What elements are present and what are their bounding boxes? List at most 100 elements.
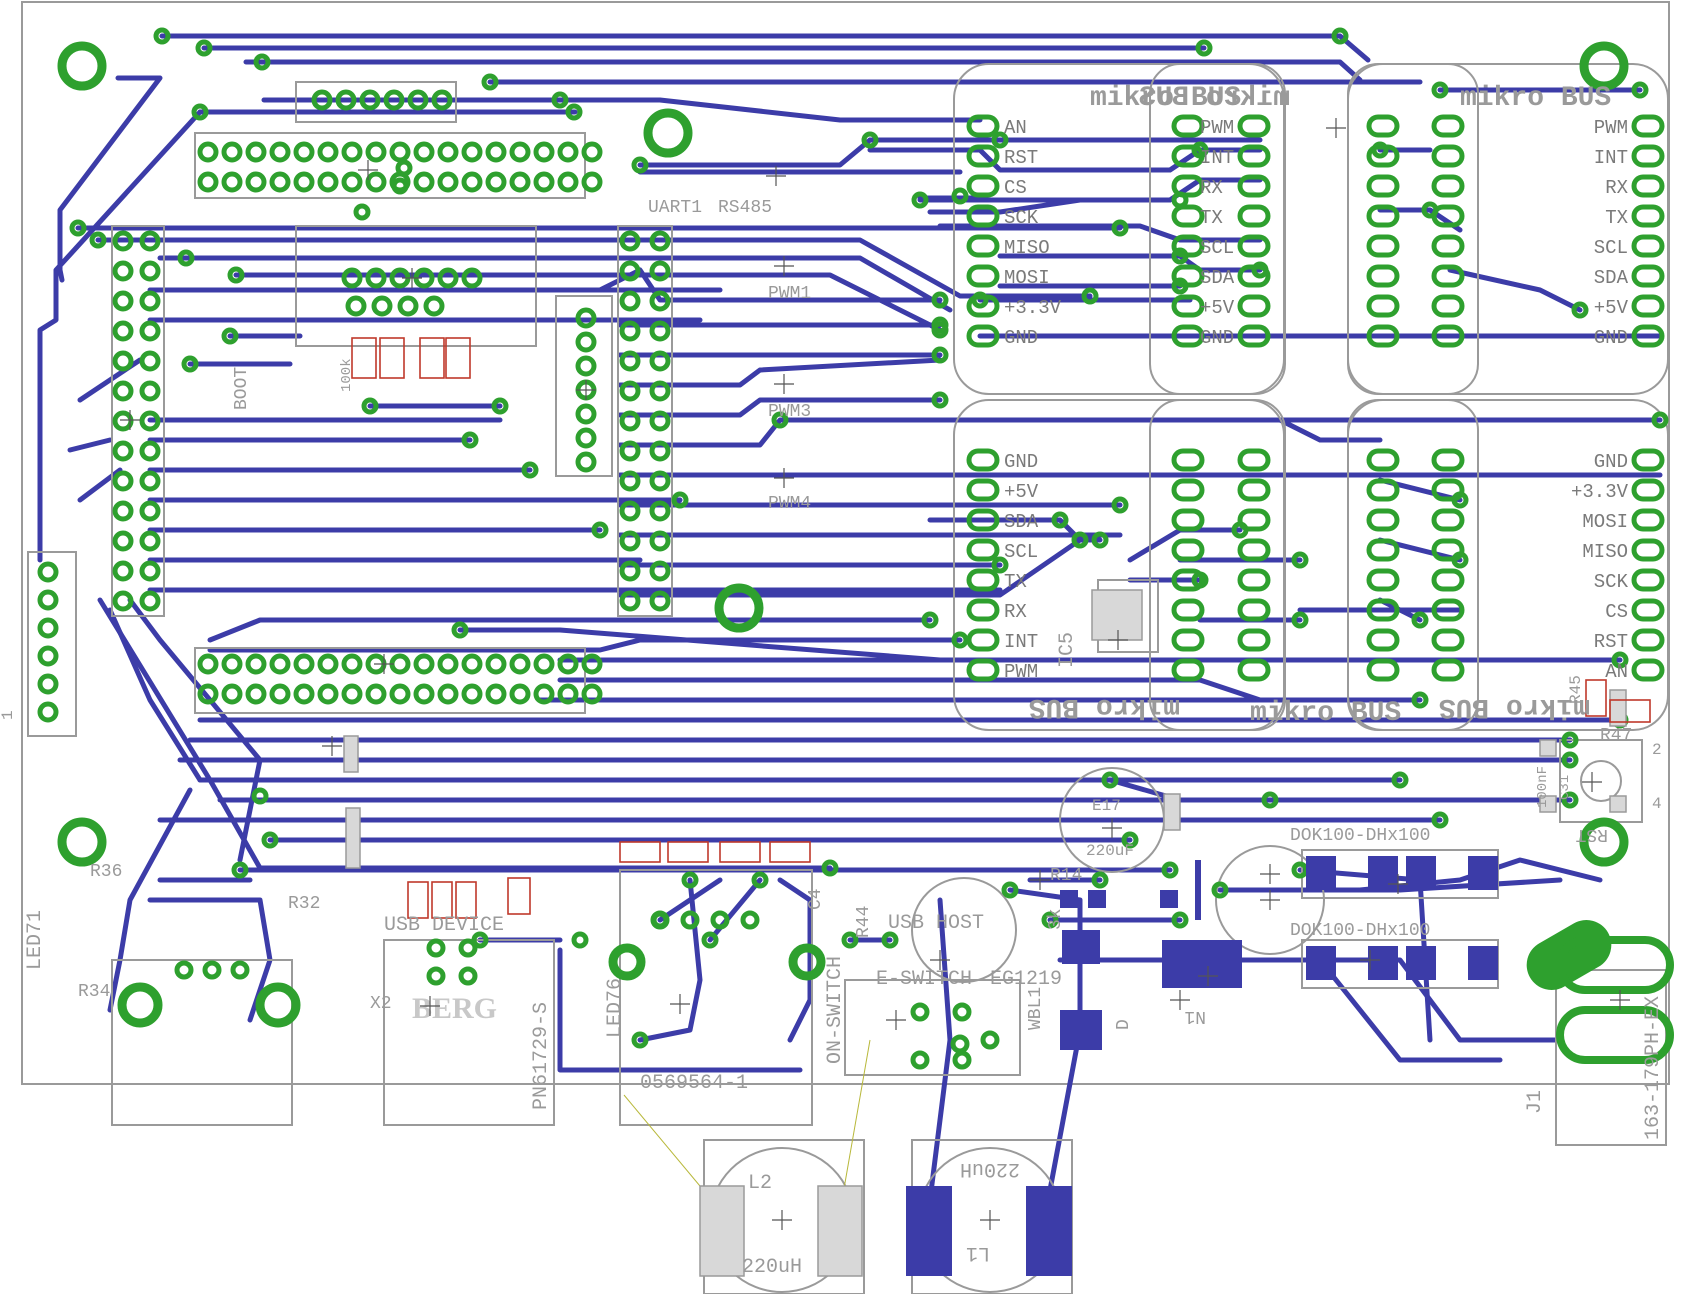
pad: [1171, 538, 1205, 562]
pad: [966, 204, 1000, 228]
pad: [619, 260, 641, 282]
pad: [631, 156, 649, 174]
pad: [1631, 324, 1665, 348]
pad: [1371, 141, 1389, 159]
pad: [1171, 204, 1205, 228]
pad: [671, 491, 689, 509]
pad: [575, 307, 597, 329]
pad: [649, 410, 671, 432]
pad: [112, 410, 134, 432]
label-r45: R45: [1567, 675, 1585, 704]
mikrobus-logo-1: mikro BUS: [1090, 83, 1241, 114]
pad: [139, 560, 161, 582]
pad: [1237, 628, 1271, 652]
label-pwm3: PWM3: [768, 402, 811, 422]
pad: [911, 191, 929, 209]
pad: [1237, 538, 1271, 562]
pad: [1631, 568, 1665, 592]
pad: [251, 787, 269, 805]
pad: [649, 290, 671, 312]
mikrobus-pin-label: RST: [1594, 631, 1628, 653]
pad: [649, 230, 671, 252]
pad: [921, 611, 939, 629]
pad: [1366, 114, 1400, 138]
label-uart1: UART1: [648, 198, 702, 218]
j1-power-pads: [1526, 920, 1674, 1064]
pad: [413, 141, 435, 163]
pad: [841, 931, 859, 949]
mikrobus-logo-3: mikro BUS: [1460, 83, 1611, 114]
pad: [1571, 301, 1589, 319]
mikrobus-pin-label: SCK: [1594, 571, 1629, 593]
label-led71: LED71: [24, 910, 47, 970]
pad: [253, 53, 271, 71]
mikrobus-pin-label: CS: [1605, 601, 1628, 623]
pad: [485, 171, 507, 193]
pad: [112, 260, 134, 282]
pad: [1195, 39, 1213, 57]
pad: [701, 931, 719, 949]
pad: [407, 89, 429, 111]
pad: [1191, 571, 1209, 589]
pad: [245, 141, 267, 163]
pad: [509, 141, 531, 163]
label-c4: C4: [806, 888, 826, 910]
pad: [619, 290, 641, 312]
pad: [485, 683, 507, 705]
pad: [980, 1030, 1000, 1050]
pad: [649, 260, 671, 282]
pad: [533, 171, 555, 193]
pad: [293, 171, 315, 193]
pad: [1171, 628, 1205, 652]
pad: [317, 653, 339, 675]
pad: [557, 683, 579, 705]
label-usb-host: USB HOST: [888, 912, 984, 935]
pad: [1631, 81, 1649, 99]
pad: [650, 910, 670, 930]
pad: [1366, 448, 1400, 472]
pad: [1431, 811, 1449, 829]
pad: [966, 628, 1000, 652]
pad: [230, 960, 250, 980]
pad: [966, 234, 1000, 258]
pad: [710, 910, 730, 930]
pad: [1001, 881, 1019, 899]
pad: [437, 267, 459, 289]
mikrobus-pin-label: +5V: [1200, 297, 1235, 319]
pad: [197, 653, 219, 675]
pad: [619, 320, 641, 342]
pad: [1171, 114, 1205, 138]
label-eg: EG1219: [990, 968, 1062, 991]
pad: [1431, 234, 1465, 258]
pad: [481, 73, 499, 91]
pad: [139, 410, 161, 432]
pad: [269, 141, 291, 163]
pad: [139, 260, 161, 282]
pad: [139, 350, 161, 372]
pad: [174, 960, 194, 980]
pad: [1237, 448, 1271, 472]
pad: [619, 350, 641, 372]
pad: [1451, 551, 1469, 569]
pad: [861, 131, 879, 149]
mikrobus-pin-label: AN: [1605, 661, 1628, 683]
pad: [966, 508, 1000, 532]
pad: [966, 264, 1000, 288]
pad: [112, 500, 134, 522]
pad: [1171, 478, 1205, 502]
pad: [1431, 598, 1465, 622]
pad: [619, 230, 641, 252]
pad: [391, 177, 409, 195]
pad: [557, 171, 579, 193]
pad: [37, 673, 59, 695]
mikrobus-pin-label: PWM: [1200, 117, 1234, 139]
mikrobus-logo-4: mikro BUS: [1029, 691, 1180, 722]
pad: [341, 683, 363, 705]
mikrobus-pin-label: +5V: [1594, 297, 1629, 319]
pad: [423, 295, 445, 317]
pad: [1411, 611, 1429, 629]
pad: [365, 683, 387, 705]
pad: [966, 448, 1000, 472]
mikrobus-pin-label: INT: [1594, 147, 1628, 169]
pad: [1071, 531, 1089, 549]
